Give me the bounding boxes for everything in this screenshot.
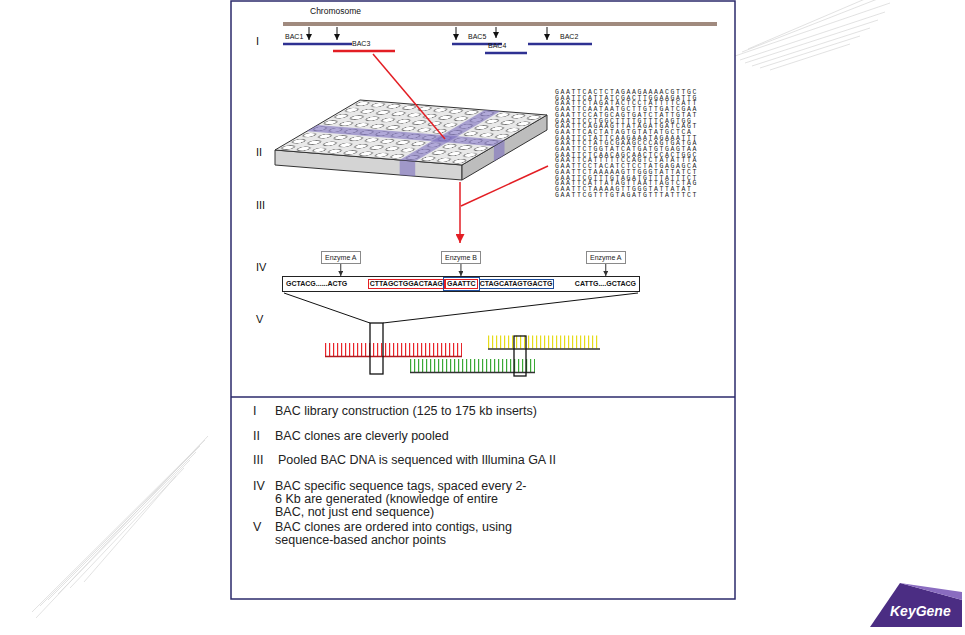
flow-lines <box>373 54 548 243</box>
step-description: BAC clones are ordered into contigs, usi… <box>275 521 527 547</box>
flow-line <box>461 166 548 206</box>
decorative-streak <box>32 436 208 618</box>
step-numeral: I <box>256 35 259 48</box>
sequence-strip: GCTACG......ACTGCTTAGCTGGACTAAGGAATTCCTA… <box>282 276 640 292</box>
step-description: BAC library construction (125 to 175 kb … <box>275 405 537 418</box>
site-connector <box>340 264 341 276</box>
position-arrow <box>496 27 497 38</box>
contig-bar <box>410 372 535 374</box>
position-arrows <box>309 27 547 40</box>
sequence-read: GAATTCGTTTGTAGATGTTTATTTCT <box>555 193 698 199</box>
sequence-segment: GCTACG......ACTG <box>286 280 368 288</box>
step-description: BAC specific sequence tags, spaced every… <box>275 480 527 519</box>
step-numeral: IV <box>256 261 266 274</box>
enzyme-name: Enzyme A <box>325 254 357 261</box>
bac-bar <box>283 43 352 46</box>
tag-ticks <box>325 343 462 356</box>
plate-top <box>275 100 547 165</box>
step-numeral: V <box>253 521 261 534</box>
step-description: BAC clones are cleverly pooled <box>275 430 449 443</box>
position-arrow <box>456 27 457 40</box>
enzyme-name: Enzyme B <box>445 254 477 261</box>
tag-ticks <box>488 336 600 349</box>
logo-text: KeyGene <box>890 603 951 619</box>
step-numeral: II <box>253 430 260 443</box>
sequence-segment: CATTG....GCTACG <box>554 280 636 288</box>
flow-arrow <box>459 182 461 243</box>
anchor-box <box>514 336 526 376</box>
bac-bar <box>333 50 395 53</box>
anchor-box <box>370 323 383 374</box>
logo-shape <box>900 583 962 600</box>
contig-bar <box>325 356 462 358</box>
decorative-streak <box>735 0 890 70</box>
step-numeral: V <box>256 313 263 326</box>
tag-ticks <box>410 359 535 372</box>
zoom-line <box>284 293 638 323</box>
site-connector <box>460 264 461 276</box>
bac-label: BAC5 <box>468 33 486 41</box>
sequence-segment: CTTAGCTGGACTAAG <box>368 279 445 289</box>
sequence-segment: GAATTC <box>445 279 478 289</box>
bac-label: BAC3 <box>352 40 370 48</box>
chromosome-label: Chromosome <box>310 7 361 17</box>
bac-bar <box>528 43 592 46</box>
enzyme-name: Enzyme A <box>590 254 622 261</box>
step-numeral: I <box>253 405 256 418</box>
position-arrow <box>547 27 548 40</box>
pool-highlight <box>307 125 505 146</box>
bac-label: BAC4 <box>488 42 506 50</box>
position-arrow <box>337 27 338 40</box>
enzyme-box: Enzyme A <box>321 251 361 264</box>
bac-bar <box>485 52 527 55</box>
site-connector <box>605 264 606 276</box>
pool-highlight <box>400 160 416 176</box>
step-numeral: II <box>256 146 262 159</box>
step-description: Pooled BAC DNA is sequenced with Illumin… <box>278 454 556 467</box>
logo-shape <box>870 583 962 627</box>
panel-divider <box>231 396 735 398</box>
bac-label: BAC2 <box>560 33 578 41</box>
enzyme-box: Enzyme A <box>586 251 626 264</box>
contig-bar <box>488 348 600 350</box>
enzyme-box: Enzyme B <box>441 251 481 264</box>
flow-line <box>373 54 445 139</box>
panel-frame <box>231 1 735 599</box>
step-numeral: III <box>253 454 263 467</box>
position-arrow <box>309 27 310 40</box>
well-plate <box>275 100 547 165</box>
chromosome-bar <box>283 22 717 26</box>
step-numeral: IV <box>253 480 265 493</box>
step-numeral: III <box>256 199 265 212</box>
sequence-segment: CTAGCATAGTGACTG <box>479 279 555 289</box>
bac-label: BAC1 <box>285 33 303 41</box>
